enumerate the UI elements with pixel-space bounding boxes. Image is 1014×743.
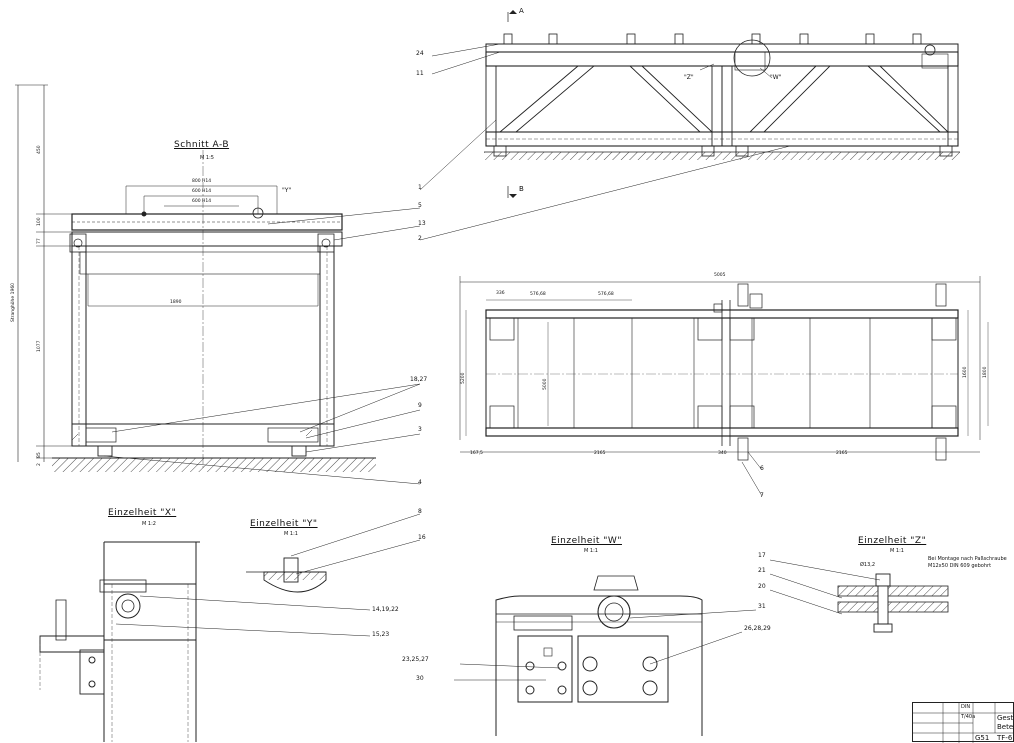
dim-5200: 5200 (461, 372, 466, 384)
dim-600-a: 600 H14 (192, 189, 212, 194)
detail-z-title: Einzelheit "Z" (858, 536, 927, 546)
detail-y-scale: M 1:1 (284, 531, 298, 537)
pos-1: 1 (418, 184, 422, 191)
detail-marker-z: "Z" (684, 74, 694, 81)
dim-1800: 1800 (983, 366, 988, 378)
pos-23-25-27: 23,25,27 (402, 656, 429, 663)
detail-marker-y: "Y" (282, 187, 292, 194)
pos-24: 24 (416, 50, 424, 57)
dim-5005: 5005 (714, 273, 726, 278)
dim-1600: 1600 (963, 366, 968, 378)
section-marker-b: B (519, 185, 524, 193)
detail-z-scale: M 1:1 (890, 548, 904, 554)
title-block-name-2: Bete (997, 723, 1014, 731)
pos-8: 8 (418, 508, 422, 515)
pos-26-28-29: 26,28,29 (744, 625, 771, 632)
pos-7: 7 (760, 492, 764, 499)
pos-11: 11 (416, 70, 424, 77)
pos-13: 13 (418, 220, 426, 227)
detail-x-view (39, 541, 371, 742)
dim-v-77: 77 (37, 238, 42, 244)
section-ab-title: Schnitt A-B (174, 140, 230, 150)
dim-v-2: 2 (37, 463, 42, 466)
detail-w-scale: M 1:1 (584, 548, 598, 554)
pos-6: 6 (760, 465, 764, 472)
pos-2: 2 (418, 235, 422, 242)
dim-1890: 1890 (170, 300, 182, 305)
title-block-sheet: G51 (975, 734, 990, 742)
dim-340: 340 (718, 451, 727, 456)
title-block-name-1: Gest (997, 714, 1014, 722)
dim-167: 167,5 (470, 451, 483, 456)
section-ab-scale: M 1:5 (200, 155, 214, 161)
detail-z-note-2: M12x50 DIN 609 gebohrt (928, 563, 992, 569)
dim-336: 336 (496, 291, 505, 296)
detail-z-diameter: Ø13,2 (860, 562, 876, 568)
dim-2165-b: 2165 (836, 451, 848, 456)
pos-3: 3 (418, 426, 422, 433)
pos-9: 9 (418, 402, 422, 409)
dim-v-450: 450 (37, 145, 42, 154)
dim-v-1077: 1077 (37, 340, 42, 352)
title-block-code: T/40a (961, 714, 976, 720)
detail-x-scale: M 1:2 (142, 521, 156, 527)
dim-v-85: 85 (37, 452, 42, 458)
dim-800: 800 H14 (192, 179, 212, 184)
pos-30: 30 (416, 675, 424, 682)
pos-15-23: 15,23 (372, 631, 390, 638)
detail-y-title: Einzelheit "Y" (250, 519, 318, 529)
detail-y-view (246, 513, 421, 593)
detail-x-title: Einzelheit "X" (108, 508, 177, 518)
title-block-grid (913, 703, 1014, 743)
pos-17: 17 (758, 552, 766, 559)
detail-z-view (769, 559, 949, 633)
detail-z-note-1: Bei Montage nach Paßschraube (928, 556, 1007, 562)
section-marker-a: A (519, 7, 524, 15)
dim-v-100: 100 (37, 217, 42, 226)
dim-576-b: 576,68 (598, 292, 614, 297)
dim-5000: 5000 (543, 378, 548, 390)
title-block: Gest Bete TF-6 G51 DIN T/40a (912, 702, 1014, 743)
section-ab-view (15, 84, 421, 485)
pos-16: 16 (418, 534, 426, 541)
side-elevation-view (419, 10, 960, 241)
detail-w-title: Einzelheit "W" (551, 536, 622, 546)
pos-5: 5 (418, 202, 422, 209)
plan-view (459, 276, 989, 497)
pos-20: 20 (758, 583, 766, 590)
dim-2165-a: 2165 (594, 451, 606, 456)
pos-18-27: 18,27 (410, 376, 428, 383)
pos-31: 31 (758, 603, 766, 610)
pos-21: 21 (758, 567, 766, 574)
title-block-din: DIN (961, 704, 971, 710)
pos-14-19-22: 14,19,22 (372, 606, 399, 613)
pos-4: 4 (418, 479, 422, 486)
dim-576-a: 576,68 (530, 292, 546, 297)
detail-w-view (454, 575, 757, 736)
title-block-drawing-no: TF-6 (997, 734, 1013, 742)
dim-height-label: Stranghöhe 1960 (11, 282, 16, 322)
dim-600-b: 600 H14 (192, 199, 212, 204)
detail-marker-w: "W" (770, 74, 782, 81)
